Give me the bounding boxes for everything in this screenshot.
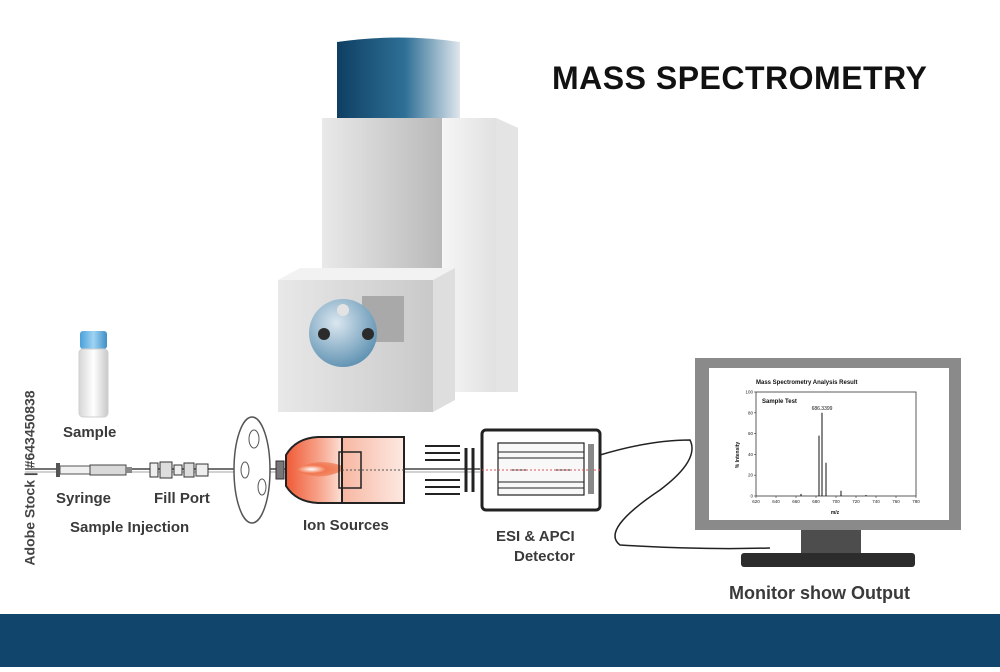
detector-label-line2: Detector [514, 548, 575, 565]
fill-port [149, 461, 209, 479]
detector-label-line1: ESI & APCI [496, 528, 575, 545]
lens-plates [425, 445, 475, 495]
monitor-output-label: Monitor show Output [729, 583, 910, 603]
x-tick-label: 760 [892, 499, 900, 504]
detector [480, 428, 602, 512]
sample-injection-label: Sample Injection [70, 519, 190, 536]
monitor-screen [709, 368, 949, 520]
x-tick-label: 660 [792, 499, 800, 504]
x-tick-label: 680 [812, 499, 820, 504]
x-tick-label: 620 [752, 499, 760, 504]
ion-sources-label: Ion Sources [303, 517, 389, 534]
x-tick-label: 740 [872, 499, 880, 504]
x-tick-label: 720 [852, 499, 860, 504]
y-tick-label: 60 [748, 431, 754, 436]
spectrum-chart: Mass Spectrometry Analysis Result Sample… [735, 380, 920, 516]
page-title: MASS SPECTROMETRY [552, 60, 928, 96]
ion-source [275, 436, 405, 504]
injection-valve [233, 416, 271, 524]
y-tick-label: 100 [745, 390, 753, 395]
stock-watermark: Adobe Stock | #643450838 [21, 390, 38, 566]
y-tick-label: 20 [748, 473, 754, 478]
sample-label: Sample [63, 424, 117, 441]
mass-spectrometer-instrument [278, 37, 518, 412]
bottom-bar [0, 614, 1000, 667]
instrument-port [309, 299, 377, 367]
monitor [695, 358, 961, 567]
chart-x-label: m/z [831, 510, 840, 516]
y-tick-label: 80 [748, 410, 754, 415]
monitor-stand [741, 553, 915, 567]
instrument-lid [337, 37, 460, 118]
chart-y-label: % Intensity [735, 442, 741, 469]
monitor-neck [801, 530, 861, 554]
monitor-cable [599, 439, 771, 550]
x-tick-label: 640 [772, 499, 780, 504]
vial-cap [80, 331, 107, 349]
ion-plume [296, 461, 348, 477]
chart-marks: 620 640 660 680 700 720 740 760 780 0 20 40 60 80 100 6… [745, 390, 920, 505]
x-tick-label: 780 [912, 499, 920, 504]
front-block-top [278, 268, 455, 280]
y-tick-label: 40 [748, 452, 754, 457]
x-tick-label: 700 [832, 499, 840, 504]
vial-body [78, 348, 109, 418]
y-tick-label: 0 [750, 494, 753, 499]
syringe [56, 463, 132, 477]
syringe-label: Syringe [56, 490, 112, 507]
chart-subtitle: Sample Test [762, 399, 797, 405]
chart-title: Mass Spectrometry Analysis Result [756, 380, 857, 386]
fill-port-label: Fill Port [154, 490, 210, 507]
peak-annotation: 686.3399 [812, 406, 833, 412]
sample-vial [78, 331, 109, 418]
instrument-tower [322, 118, 442, 273]
